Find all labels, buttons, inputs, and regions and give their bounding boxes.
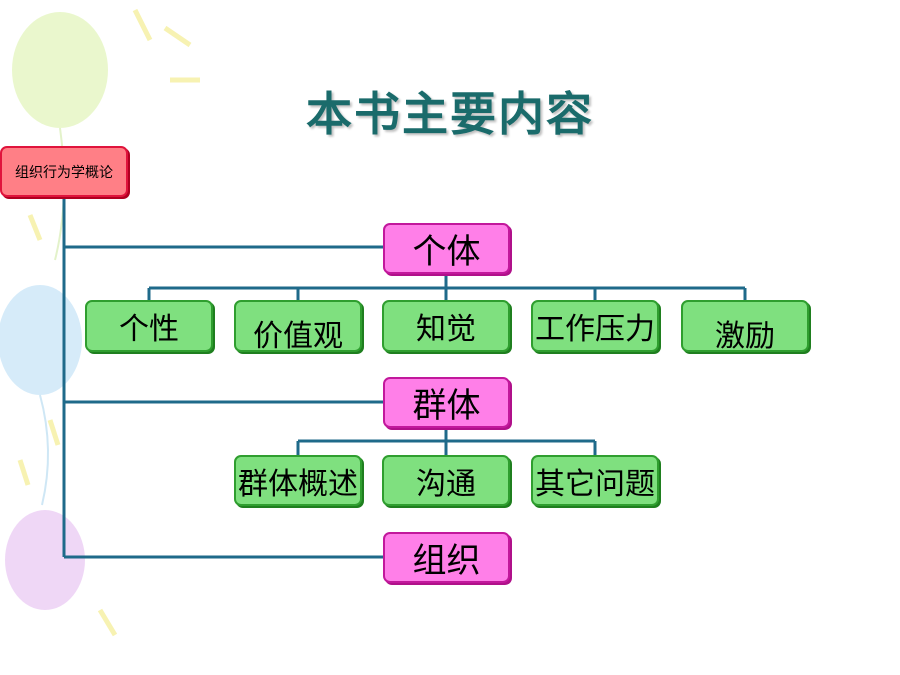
node-personality: 个性 <box>85 300 213 352</box>
node-values: 价值观 <box>234 300 362 354</box>
node-individual: 个体 <box>383 223 510 274</box>
root-node: 组织行为学概论 <box>0 146 128 197</box>
node-motivation: 激励 <box>681 300 809 354</box>
node-other-issues: 其它问题 <box>531 455 659 506</box>
node-group-overview: 群体概述 <box>234 455 362 506</box>
node-communication: 沟通 <box>382 455 510 506</box>
page-title: 本书主要内容 <box>306 87 594 141</box>
node-work-stress: 工作压力 <box>531 300 659 352</box>
node-group: 群体 <box>383 377 510 428</box>
node-organization: 组织 <box>383 532 510 583</box>
node-perception: 知觉 <box>382 300 510 352</box>
